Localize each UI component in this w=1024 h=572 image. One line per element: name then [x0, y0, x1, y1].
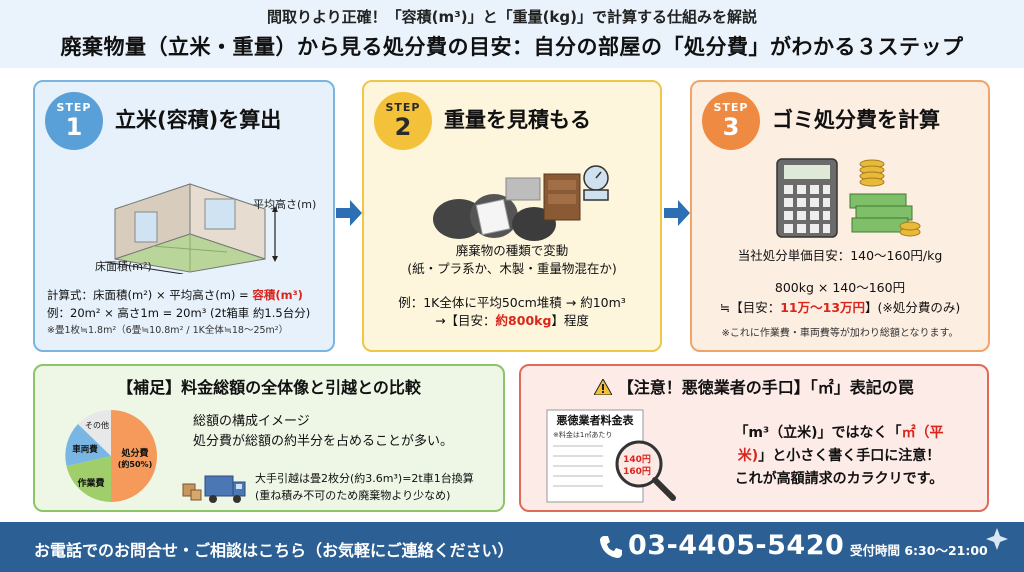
- header-subtitle: 間取りより正確！「容積(m³)」と「重量(kg)」で計算する仕組みを解説: [266, 8, 758, 26]
- step1-formula: 計算式：床面積(m²) × 平均高さ(m) = 容積(m³) 例：20m² × …: [47, 286, 310, 340]
- moving-comparison: 大手引越は畳2枚分(約3.6m³)=2t車1台換算 (重ね積み不可のため廃棄物よ…: [255, 470, 474, 504]
- caution-panel: 【注意！悪徳業者の手口】「㎡」表記の罠 悪徳業者料金表 ※料金は1㎡あたり 14…: [519, 364, 989, 512]
- caution-title-text: 【注意！悪徳業者の手口】「㎡」表記の罠: [617, 378, 914, 397]
- warn-line1-red: ㎡（平: [901, 425, 944, 441]
- phone-number-link[interactable]: 03-4405-5420: [628, 530, 845, 561]
- step1-badge: STEP 1: [45, 92, 103, 150]
- business-hours: 受付時間 6:30〜21:00: [850, 543, 988, 558]
- result-value: 11万〜13万円: [780, 300, 866, 315]
- arrow-right-icon: [664, 200, 690, 226]
- moving-line2: (重ね積み不可のため廃棄物より少なめ): [255, 489, 451, 502]
- cost-pie-chart: 処分費 (約50%) 作業費 車両費 その他: [65, 410, 157, 502]
- header: 間取りより正確！「容積(m³)」と「重量(kg)」で計算する仕組みを解説 廃棄物…: [0, 0, 1024, 68]
- step2-line3: 例：1K全体に平均50cm堆積 → 約10m³: [398, 295, 626, 310]
- warn-line2-suffix: 」と小さく書く手口に注意！: [758, 448, 941, 464]
- pie-label-vehicle: 車両費: [72, 444, 98, 455]
- step3-badge-label: STEP: [713, 101, 749, 114]
- warn-line3: これが高額請求のカラクリです。: [734, 471, 944, 487]
- pie-label-disposal-pct: (約50%): [118, 459, 152, 469]
- step1-badge-label: STEP: [56, 101, 92, 114]
- step2-badge: STEP 2: [374, 92, 432, 150]
- breakdown-desc: 処分費が総額の約半分を占めることが多い。: [193, 434, 454, 449]
- price-sheet-magnifier-icon: 悪徳業者料金表 ※料金は1㎡あたり 140円 160円: [546, 409, 676, 503]
- tatami-note: ※畳1枚≒1.8m²（6畳≒10.8m² / 1K全体≒18〜25m²）: [47, 325, 289, 336]
- pie-slice-other: [78, 410, 111, 456]
- formula-example: 例：20m² × 高さ1m = 20m³ (2t箱車 約1.5台分): [47, 306, 311, 320]
- page-title: 廃棄物量（立米・重量）から見る処分費の目安：自分の部屋の「処分費」がわかる３ステ…: [60, 35, 964, 59]
- step1-badge-number: 1: [65, 113, 83, 141]
- breakdown-title: 総額の構成イメージ: [193, 414, 310, 429]
- height-label: 平均高さ(m): [253, 198, 317, 211]
- garbage-pile-icon: [433, 165, 609, 241]
- pie-slice-work: [66, 456, 111, 502]
- doc-price1: 140円: [623, 454, 651, 465]
- formula-result: 容積(m³): [252, 288, 303, 302]
- step3-title: ゴミ処分費を計算: [772, 108, 940, 132]
- warning-text: 「m³（立米)」ではなく「㎡（平 米)」と小さく書く手口に注意！ これが高額請求…: [699, 422, 979, 491]
- caution-title: 【注意！悪徳業者の手口】「㎡」表記の罠: [521, 374, 987, 398]
- pie-label-disposal: 処分費: [120, 447, 148, 459]
- step2-weight-value: 約800kg: [495, 313, 552, 328]
- calculator-money-icon: [776, 158, 921, 238]
- step2-line4-suffix: 】程度: [551, 313, 589, 328]
- unit-price: 当社処分単価目安：140〜160円/kg: [737, 248, 943, 263]
- step3-calc: 800kg × 140〜160円 ≒【目安：11万〜13万円】(※処分費のみ): [692, 278, 988, 318]
- pie-label-work: 作業費: [77, 477, 104, 489]
- step1-card: STEP 1 立米(容積)を算出 平均高さ(m) 床面積(m²) 計算式：床面積…: [33, 80, 335, 352]
- phone-icon: [600, 536, 622, 558]
- step3-note: ※これに作業費・車両費等が加わり総額となります。: [721, 328, 959, 339]
- step1-title: 立米(容積)を算出: [115, 108, 282, 132]
- warn-line1-prefix: 「m³（立米)」ではなく「: [734, 425, 902, 441]
- step2-variation: 廃棄物の種類で変動 (紙・プラ系か、木製・重量物混在か): [364, 242, 660, 278]
- warning-icon: [593, 377, 614, 396]
- supplement-title: 【補足】料金総額の全体像と引越との比較: [117, 378, 421, 397]
- formula-text: 計算式：床面積(m²) × 平均高さ(m) =: [47, 288, 253, 302]
- moving-truck-icon: [182, 475, 246, 503]
- step2-line1: 廃棄物の種類で変動: [455, 243, 569, 258]
- step2-example: 例：1K全体に平均50cm堆積 → 約10m³ →【目安：約800kg】程度: [364, 294, 660, 330]
- result-prefix: ≒【目安：: [719, 300, 781, 315]
- step3-badge: STEP 3: [702, 92, 760, 150]
- floor-area-label: 床面積(m²): [95, 260, 152, 273]
- result-suffix: 】(※処分費のみ): [865, 300, 961, 315]
- supplement-panel: 【補足】料金総額の全体像と引越との比較 処分費 (約50%) 作業費 車両費 そ…: [33, 364, 505, 512]
- breakdown-text: 総額の構成イメージ 処分費が総額の約半分を占めることが多い。: [193, 412, 453, 452]
- calc-line: 800kg × 140〜160円: [774, 280, 906, 295]
- sparkle-icon: [986, 528, 1008, 550]
- step2-card: STEP 2 重量を見積もる 廃棄物の種類で変動 (紙・プラ系か、木製・重量物混…: [362, 80, 662, 352]
- step2-badge-number: 2: [394, 113, 412, 141]
- footer-contact-bar: お電話でのお問合せ・ご相談はこちら（お気軽にご連絡ください） 03-4405-5…: [0, 522, 1024, 572]
- arrow-right-icon: [336, 200, 362, 226]
- doc-note: ※料金は1㎡あたり: [553, 430, 612, 439]
- step3-card: STEP 3 ゴミ処分費を計算 当社処分単価目安：140〜160円/kg 800…: [690, 80, 990, 352]
- contact-text: お電話でのお問合せ・ご相談はこちら（お気軽にご連絡ください）: [34, 541, 514, 560]
- room-icon: [104, 183, 278, 274]
- warn-line2-red: 米): [737, 448, 759, 464]
- pie-slice-vehicle: [65, 424, 111, 466]
- doc-title: 悪徳業者料金表: [557, 413, 635, 427]
- pie-label-other: その他: [85, 420, 109, 430]
- moving-line1: 大手引越は畳2枚分(約3.6m³)=2t車1台換算: [255, 472, 474, 485]
- pie-slice-disposal: [111, 410, 157, 502]
- step2-line4-prefix: →【目安：: [435, 313, 496, 328]
- step2-badge-label: STEP: [385, 101, 421, 114]
- doc-price2: 160円: [623, 466, 651, 477]
- step2-line2: (紙・プラ系か、木製・重量物混在か): [407, 261, 617, 276]
- step2-title: 重量を見積もる: [444, 108, 591, 132]
- step3-badge-number: 3: [722, 113, 740, 141]
